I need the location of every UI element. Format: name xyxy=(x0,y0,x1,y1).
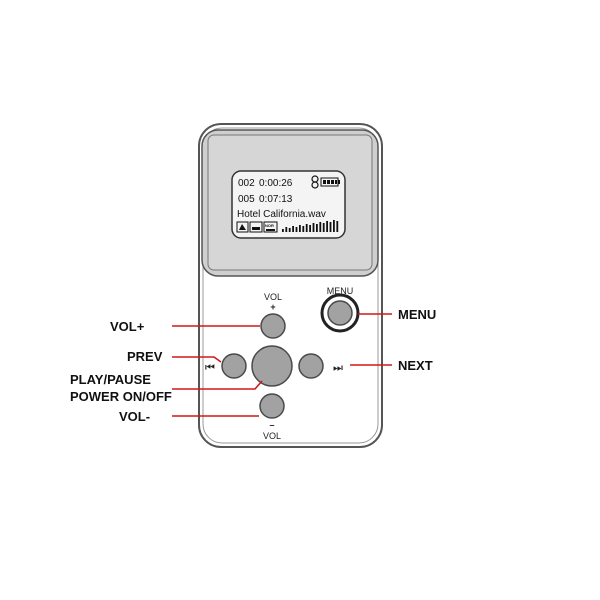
lcd-total-tracks: 005 xyxy=(238,194,255,205)
spectrum-bar xyxy=(312,223,315,232)
lcd-total-time: 0:07:13 xyxy=(259,194,293,205)
pointer-prev xyxy=(172,356,222,363)
play-pause-button[interactable] xyxy=(251,345,293,387)
battery-icon xyxy=(320,177,340,187)
vol-minus-caption: VOL xyxy=(263,431,281,441)
next-icon: ⏭ xyxy=(333,361,343,374)
callout-vol-minus: VOL- xyxy=(119,409,150,424)
lcd-filename: Hotel California.wav xyxy=(237,209,326,220)
spectrum-bars xyxy=(282,220,339,232)
lcd-track-number: 002 xyxy=(238,178,255,189)
spectrum-bar xyxy=(285,227,288,232)
callout-vol-plus: VOL+ xyxy=(110,319,145,334)
spectrum-bar xyxy=(322,223,325,232)
spectrum-bar xyxy=(282,229,284,232)
callout-prev: PREV xyxy=(127,349,163,364)
prev-icon: ⏮ xyxy=(205,361,215,374)
spectrum-bar xyxy=(305,224,308,232)
spectrum-bar xyxy=(292,226,294,232)
spectrum-bar xyxy=(295,227,298,232)
prev-button[interactable] xyxy=(221,353,247,379)
spectrum-bar xyxy=(299,225,301,232)
callout-power: POWER ON/OFF xyxy=(70,389,172,404)
play-mode-icon xyxy=(236,221,249,233)
spectrum-bar xyxy=(329,222,332,232)
spectrum-bar xyxy=(309,225,311,232)
callout-next: NEXT xyxy=(398,358,433,373)
device-body-inner-edge xyxy=(202,127,379,444)
spectrum-bar xyxy=(333,220,335,232)
pointer-play-pause xyxy=(172,380,263,390)
vol-plus-sign: + xyxy=(270,302,275,312)
eq-mode-icon: NOR xyxy=(263,221,278,233)
spectrum-bar xyxy=(319,222,322,232)
menu-button-caption: MENU xyxy=(327,286,354,296)
spectrum-bar xyxy=(326,221,328,232)
vol-plus-button[interactable] xyxy=(260,313,286,339)
spectrum-bar xyxy=(288,228,291,232)
menu-button[interactable] xyxy=(320,293,360,333)
lcd-elapsed-time: 0:00:26 xyxy=(259,178,293,189)
spectrum-bar xyxy=(302,226,305,232)
spectrum-bar xyxy=(336,221,339,232)
callout-play-pause: PLAY/PAUSE xyxy=(70,372,151,387)
vol-plus-caption: VOL xyxy=(264,292,282,302)
next-button[interactable] xyxy=(298,353,324,379)
file-type-icon xyxy=(249,221,263,233)
spectrum-bar xyxy=(316,224,318,232)
vol-minus-sign: – xyxy=(269,420,274,430)
vol-minus-button[interactable] xyxy=(259,393,285,419)
repeat-icon xyxy=(311,175,319,189)
eq-mode-text: NOR xyxy=(265,223,274,228)
callout-menu: MENU xyxy=(398,307,436,322)
